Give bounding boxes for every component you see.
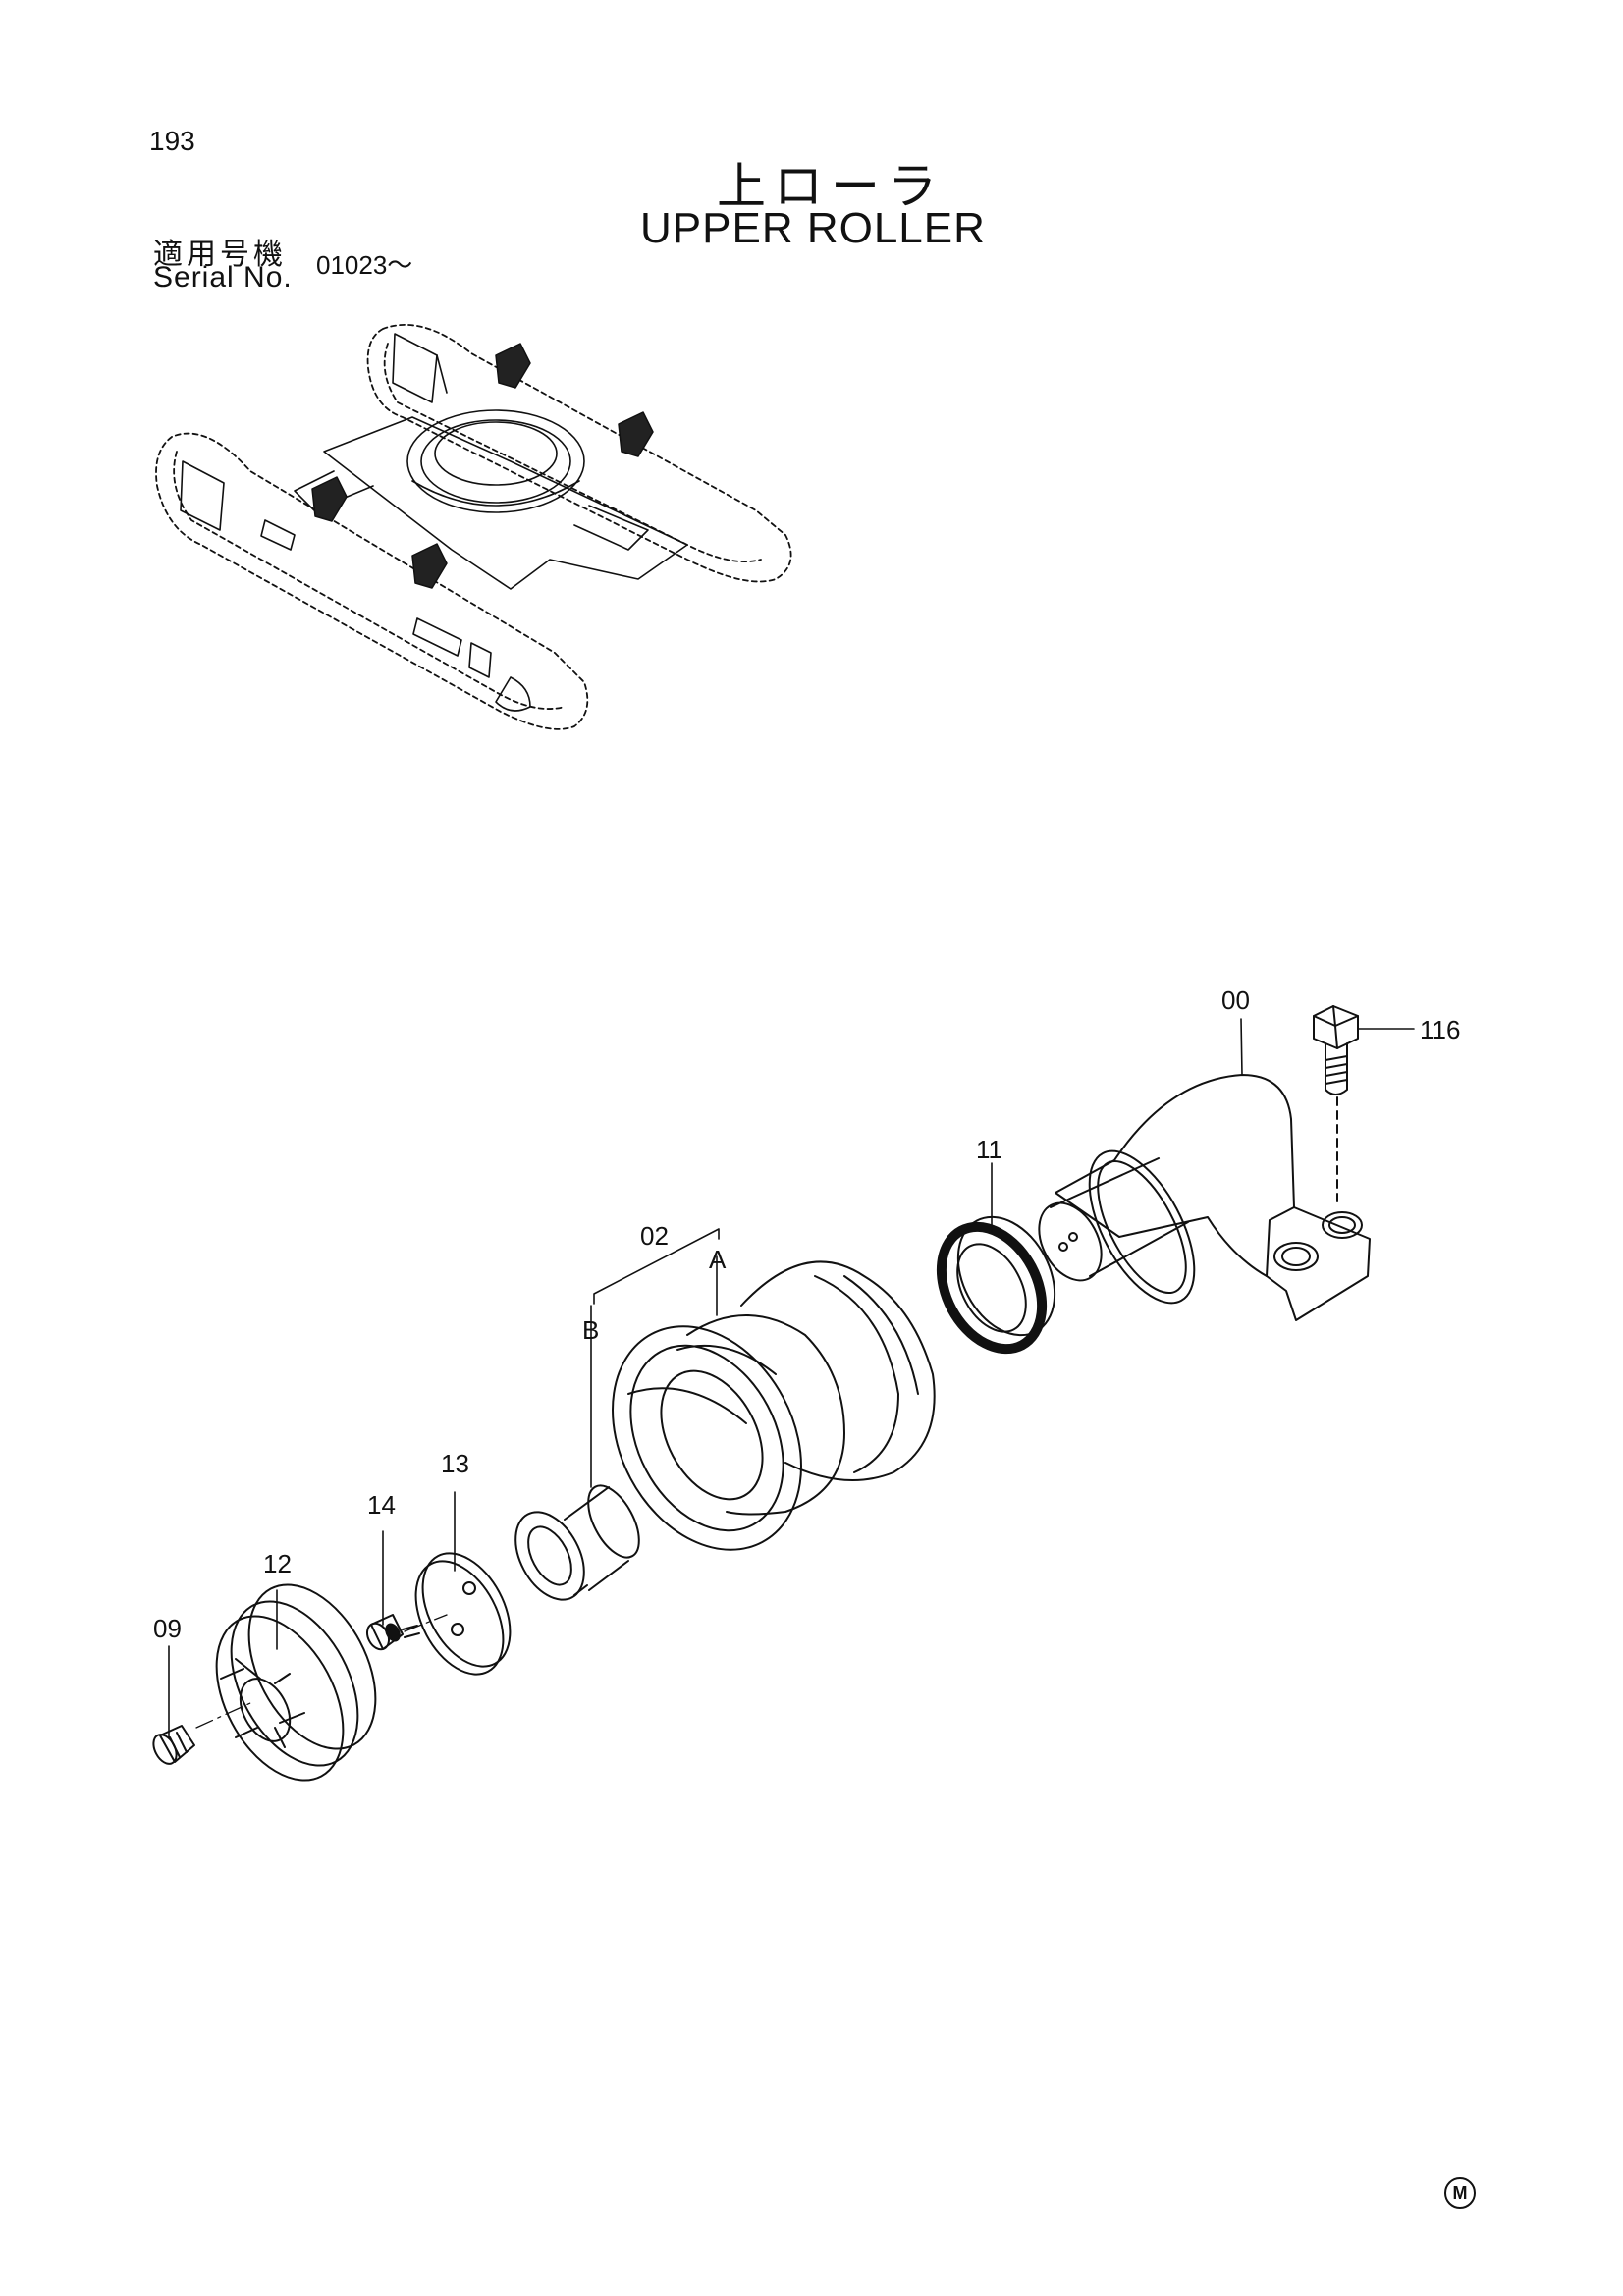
upper-roller-locations	[311, 343, 654, 589]
assembly-axis	[195, 1614, 448, 1729]
callout-02: 02	[640, 1221, 669, 1251]
callout-13: 13	[441, 1449, 469, 1478]
undercarriage-overview	[155, 324, 792, 730]
undercarriage-overview-solid	[180, 333, 688, 712]
page-title: UPPER ROLLER	[640, 204, 986, 252]
page-title-japanese: 上ローラ	[717, 158, 945, 215]
part-11-seal	[936, 1215, 1056, 1355]
callout-116: 116	[1420, 1015, 1461, 1044]
serial-label: Serial No.	[153, 261, 293, 294]
leader-lines	[168, 1018, 1415, 1738]
part-02-roller	[612, 1260, 936, 1551]
serial-number-value: 01023～	[316, 250, 413, 280]
part-14-bolt	[365, 1614, 420, 1651]
part-09-plug	[152, 1725, 195, 1765]
part-00-bracket	[1038, 1074, 1371, 1321]
callout-12: 12	[263, 1549, 292, 1578]
callout-b: B	[582, 1315, 600, 1345]
part-116-bolt	[1313, 1005, 1359, 1206]
callout-09: 09	[153, 1614, 182, 1643]
serial-label-japanese: 適用号機	[153, 238, 287, 272]
callout-11: 11	[976, 1135, 1002, 1164]
callout-a: A	[709, 1245, 727, 1274]
part-02b-bushing	[514, 1484, 640, 1601]
callout-14: 14	[367, 1490, 396, 1520]
part-13-plate	[414, 1552, 512, 1676]
manufacturer-mark: M	[1444, 2177, 1476, 2209]
callout-00: 00	[1221, 986, 1250, 1015]
page-number: 193	[149, 126, 195, 156]
part-12-cover	[215, 1583, 377, 1782]
